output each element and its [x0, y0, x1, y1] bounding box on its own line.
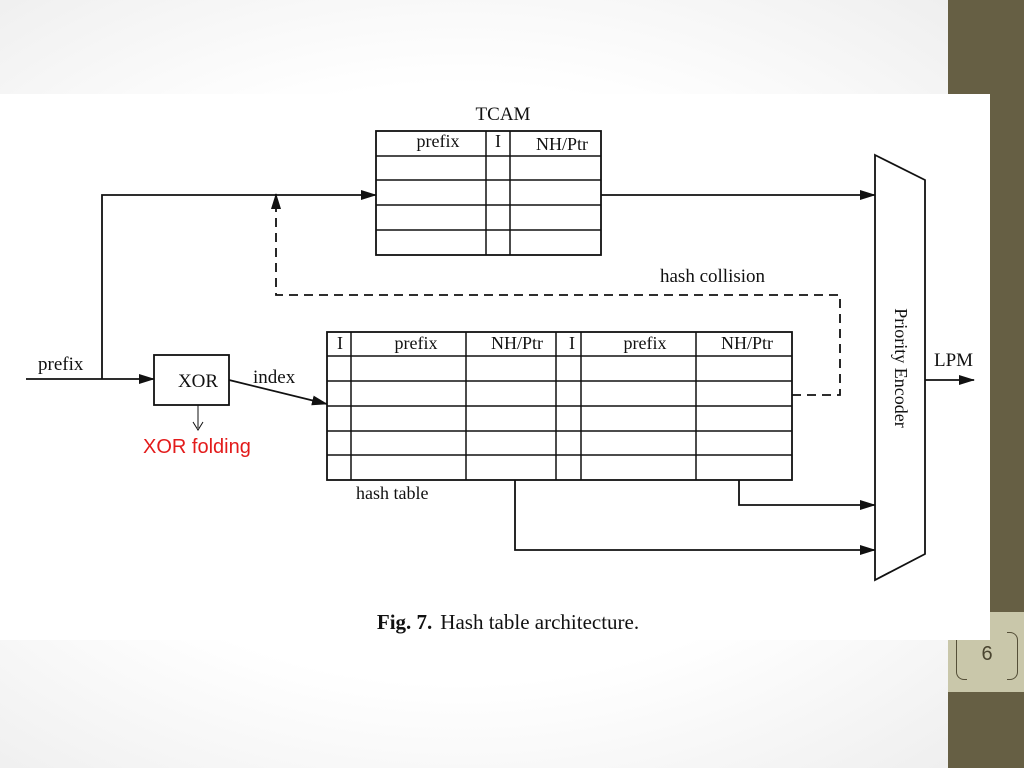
hash-table-architecture-diagram: TCAM prefix I NH/Ptr I prefi: [26, 104, 975, 582]
hash-header-i-2: I: [569, 333, 575, 353]
lpm-label: LPM: [934, 350, 973, 371]
hash-table: I prefix NH/Ptr I prefix NH/Ptr hash tab…: [326, 331, 793, 503]
priority-encoder: Priority Encoder: [874, 153, 926, 582]
xor-label: XOR: [178, 371, 218, 392]
tcam-header-i: I: [495, 131, 501, 151]
priority-encoder-shape: [874, 153, 926, 582]
xor-folding-annotation: XOR folding: [143, 436, 251, 458]
tcam-title: TCAM: [476, 104, 531, 125]
hash-header-nh-ptr-2: NH/Ptr: [721, 333, 773, 353]
hash-header-nh-ptr-1: NH/Ptr: [491, 333, 543, 353]
page-number: 6: [981, 643, 993, 665]
hash-header-i-1: I: [337, 333, 343, 353]
xor-folding-arrow: [192, 421, 204, 431]
tcam-table: TCAM prefix I NH/Ptr: [375, 104, 602, 256]
right-bracket: [1007, 632, 1018, 680]
xor-block: XOR: [153, 354, 230, 406]
prefix-to-tcam-arrow: [101, 190, 377, 379]
hash-collision-arrow: [271, 193, 841, 396]
priority-encoder-label: Priority Encoder: [891, 308, 911, 427]
caption-label: Fig. 7.: [376, 610, 433, 634]
figure-image: TCAM prefix I NH/Ptr I prefi: [0, 94, 990, 640]
hash-header-prefix-2: prefix: [624, 333, 667, 353]
caption-text: Hash table architecture.: [440, 610, 640, 634]
prefix-input-label: prefix: [38, 354, 84, 375]
connections: prefix index hash collision LPM XOR fold…: [26, 190, 975, 555]
hash-output-arrow-2: [514, 480, 876, 555]
figure-caption: Fig. 7. Hash table architecture.: [0, 610, 1016, 635]
hash-collision-label: hash collision: [660, 266, 766, 287]
tcam-header-prefix: prefix: [417, 131, 460, 151]
xor-to-hash-arrow: [228, 379, 328, 406]
tcam-header-nh-ptr: NH/Ptr: [536, 134, 588, 154]
hash-table-label: hash table: [356, 483, 428, 503]
index-label: index: [253, 367, 296, 388]
hash-output-arrow-1: [738, 480, 876, 510]
hash-header-prefix-1: prefix: [395, 333, 438, 353]
